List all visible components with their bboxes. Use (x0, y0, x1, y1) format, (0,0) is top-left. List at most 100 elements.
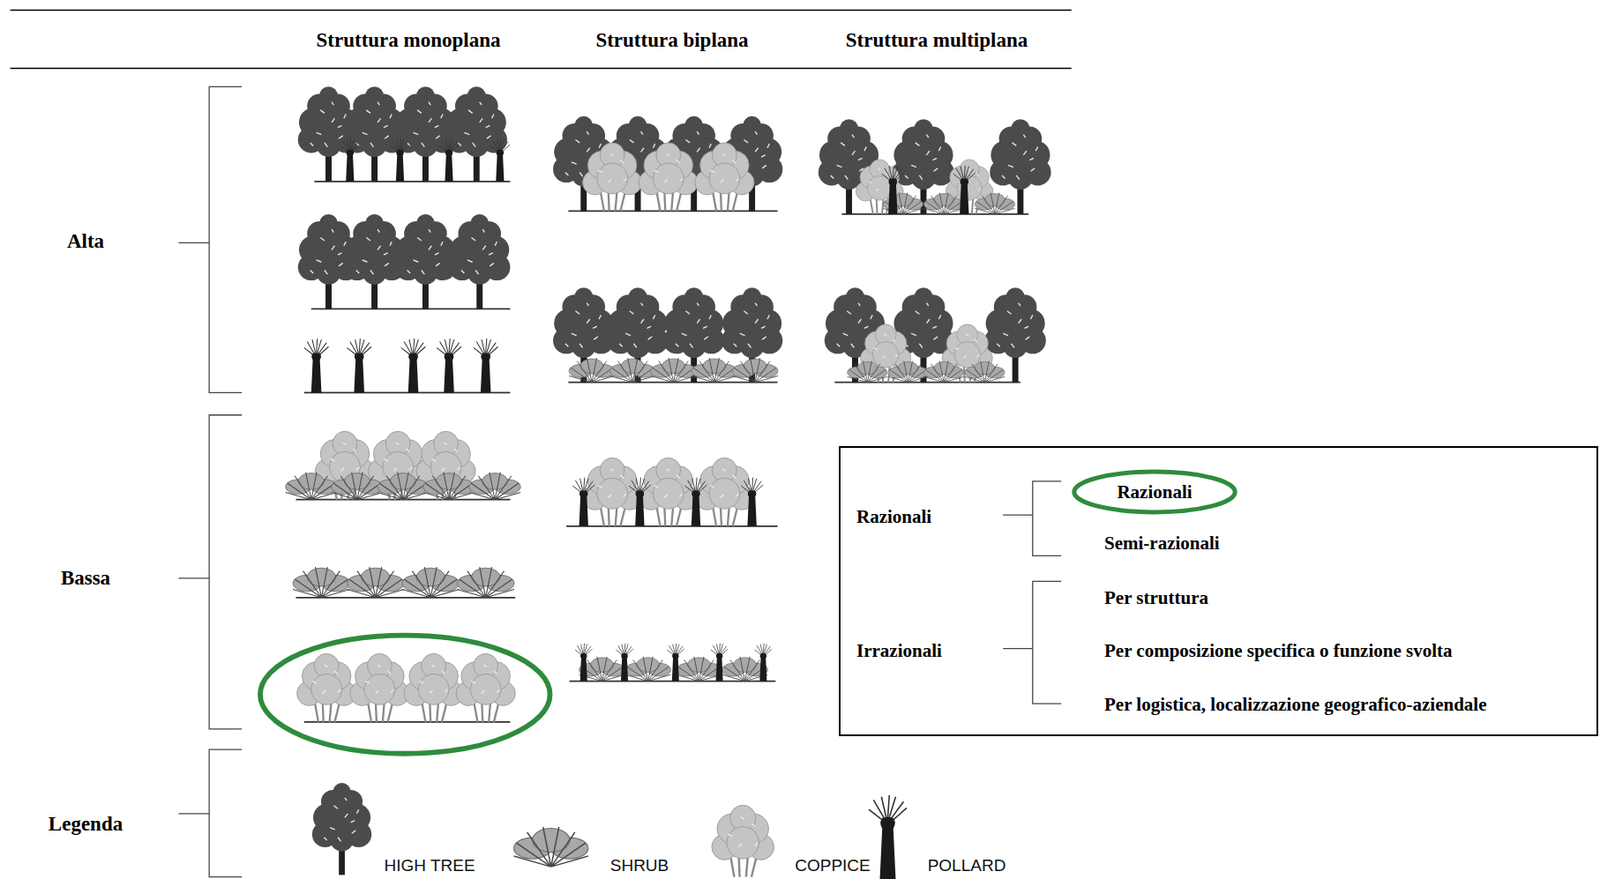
drawing-part (403, 653, 464, 722)
drawing-part (346, 338, 372, 393)
drawing-part (292, 567, 351, 599)
drawing-part (439, 138, 459, 182)
drawing-part (436, 338, 462, 393)
drawing-part (615, 643, 633, 682)
category-text: Irrazionali (856, 640, 943, 662)
bassa-biplana-row-2 (575, 643, 772, 682)
row-label: Legenda (48, 813, 123, 837)
drawing-part (695, 457, 755, 526)
drawing-part (855, 159, 904, 215)
drawing-part (583, 142, 643, 211)
drawing-part (666, 643, 684, 682)
drawing-part (395, 214, 457, 310)
drawing-part (448, 214, 510, 310)
legend-label: POLLARD (927, 856, 1007, 876)
drawing-part (568, 358, 615, 383)
drawing-part (695, 142, 755, 211)
category-text: Per composizione specifica o funzione sv… (1104, 640, 1452, 662)
drawing-part (514, 827, 589, 868)
drawing-part (297, 653, 357, 722)
drawing-part (628, 478, 651, 527)
drawing-part (650, 358, 697, 383)
drawing-part (304, 338, 329, 393)
bassa-monoplana-row-3 (297, 653, 516, 722)
drawing-part (868, 795, 907, 879)
column-header: Struttura monoplana (316, 29, 501, 53)
highlight-oval: Razionali (1070, 469, 1239, 516)
alta-monoplana-row-3 (304, 338, 499, 393)
drawing-part (732, 358, 778, 383)
classification-box: RazionaliSemi-razionaliIrrazionali Per st… (838, 446, 1599, 737)
alta-biplana-row-2 (553, 287, 783, 383)
drawing-part (456, 567, 515, 599)
drawing-part (711, 805, 774, 877)
drawing-part (312, 783, 372, 875)
drawing-part (847, 360, 888, 382)
drawing-part (285, 472, 337, 501)
drawing-part (346, 567, 404, 599)
bassa-monoplana-row-1 (285, 431, 522, 500)
drawing-part (340, 138, 360, 182)
drawing-part (953, 165, 976, 215)
drawing-part (178, 749, 242, 878)
drawing-part (416, 431, 476, 500)
drawing-part (740, 478, 763, 527)
drawing-part (178, 415, 242, 730)
drawing-part (755, 643, 772, 682)
drawing-part (583, 457, 643, 526)
drawing-part (473, 338, 499, 393)
category-text: Semi-razionali (1104, 532, 1220, 554)
drawing-part (974, 193, 1015, 215)
highlight-ellipse (260, 635, 551, 755)
drawing-part (575, 643, 592, 682)
drawing-part (401, 338, 427, 393)
category-text: Razionali (856, 506, 932, 528)
bassa-biplana-row-1 (572, 457, 763, 526)
drawing-part (469, 472, 521, 501)
column-header: Struttura multiplana (845, 29, 1028, 53)
alta-biplana-row-1 (553, 116, 783, 212)
drawing-part (923, 360, 964, 382)
drawing-part (377, 472, 429, 501)
drawing-part (10, 10, 1072, 69)
drawing-part (1002, 581, 1062, 704)
drawing-part (691, 358, 738, 383)
column-header: Struttura biplana (595, 29, 748, 53)
classification-brackets (1002, 481, 1062, 704)
highlighted-text: Razionali (1116, 481, 1192, 504)
legend-label: HIGH TREE (383, 856, 475, 876)
drawing-part (389, 138, 410, 182)
drawing-part (685, 478, 708, 527)
drawing-part (676, 657, 723, 682)
drawing-part (350, 653, 410, 722)
alta-multiplana-row-2 (824, 287, 1047, 383)
category-text: Per struttura (1104, 587, 1209, 609)
row-label: Bassa (60, 567, 111, 591)
ground-lines (295, 181, 1029, 723)
alta-monoplana-row-2 (298, 214, 511, 310)
drawing-part (638, 457, 698, 526)
drawing-part (923, 193, 964, 215)
drawing-part (638, 142, 698, 211)
drawing-part (625, 657, 672, 682)
legend-label: COPPICE (794, 856, 871, 876)
drawing-part (888, 360, 928, 382)
drawing-part (295, 181, 1029, 723)
drawing-part (964, 360, 1005, 382)
row-brackets (178, 86, 242, 877)
category-text: Per logistica, localizzazione geografico… (1104, 694, 1487, 716)
drawing-part (456, 653, 516, 722)
legend-icons (312, 783, 907, 879)
alta-monoplana-row-1 (298, 86, 510, 182)
legend-label: SHRUB (610, 856, 670, 876)
row-label: Alta (67, 230, 105, 254)
bassa-monoplana-row-2 (292, 567, 515, 599)
drawing-part (490, 138, 510, 182)
drawing-part (178, 86, 242, 393)
drawing-part (882, 165, 905, 215)
drawing-part (423, 472, 475, 501)
drawing-part (572, 478, 595, 527)
oval-stroke (1074, 471, 1235, 513)
